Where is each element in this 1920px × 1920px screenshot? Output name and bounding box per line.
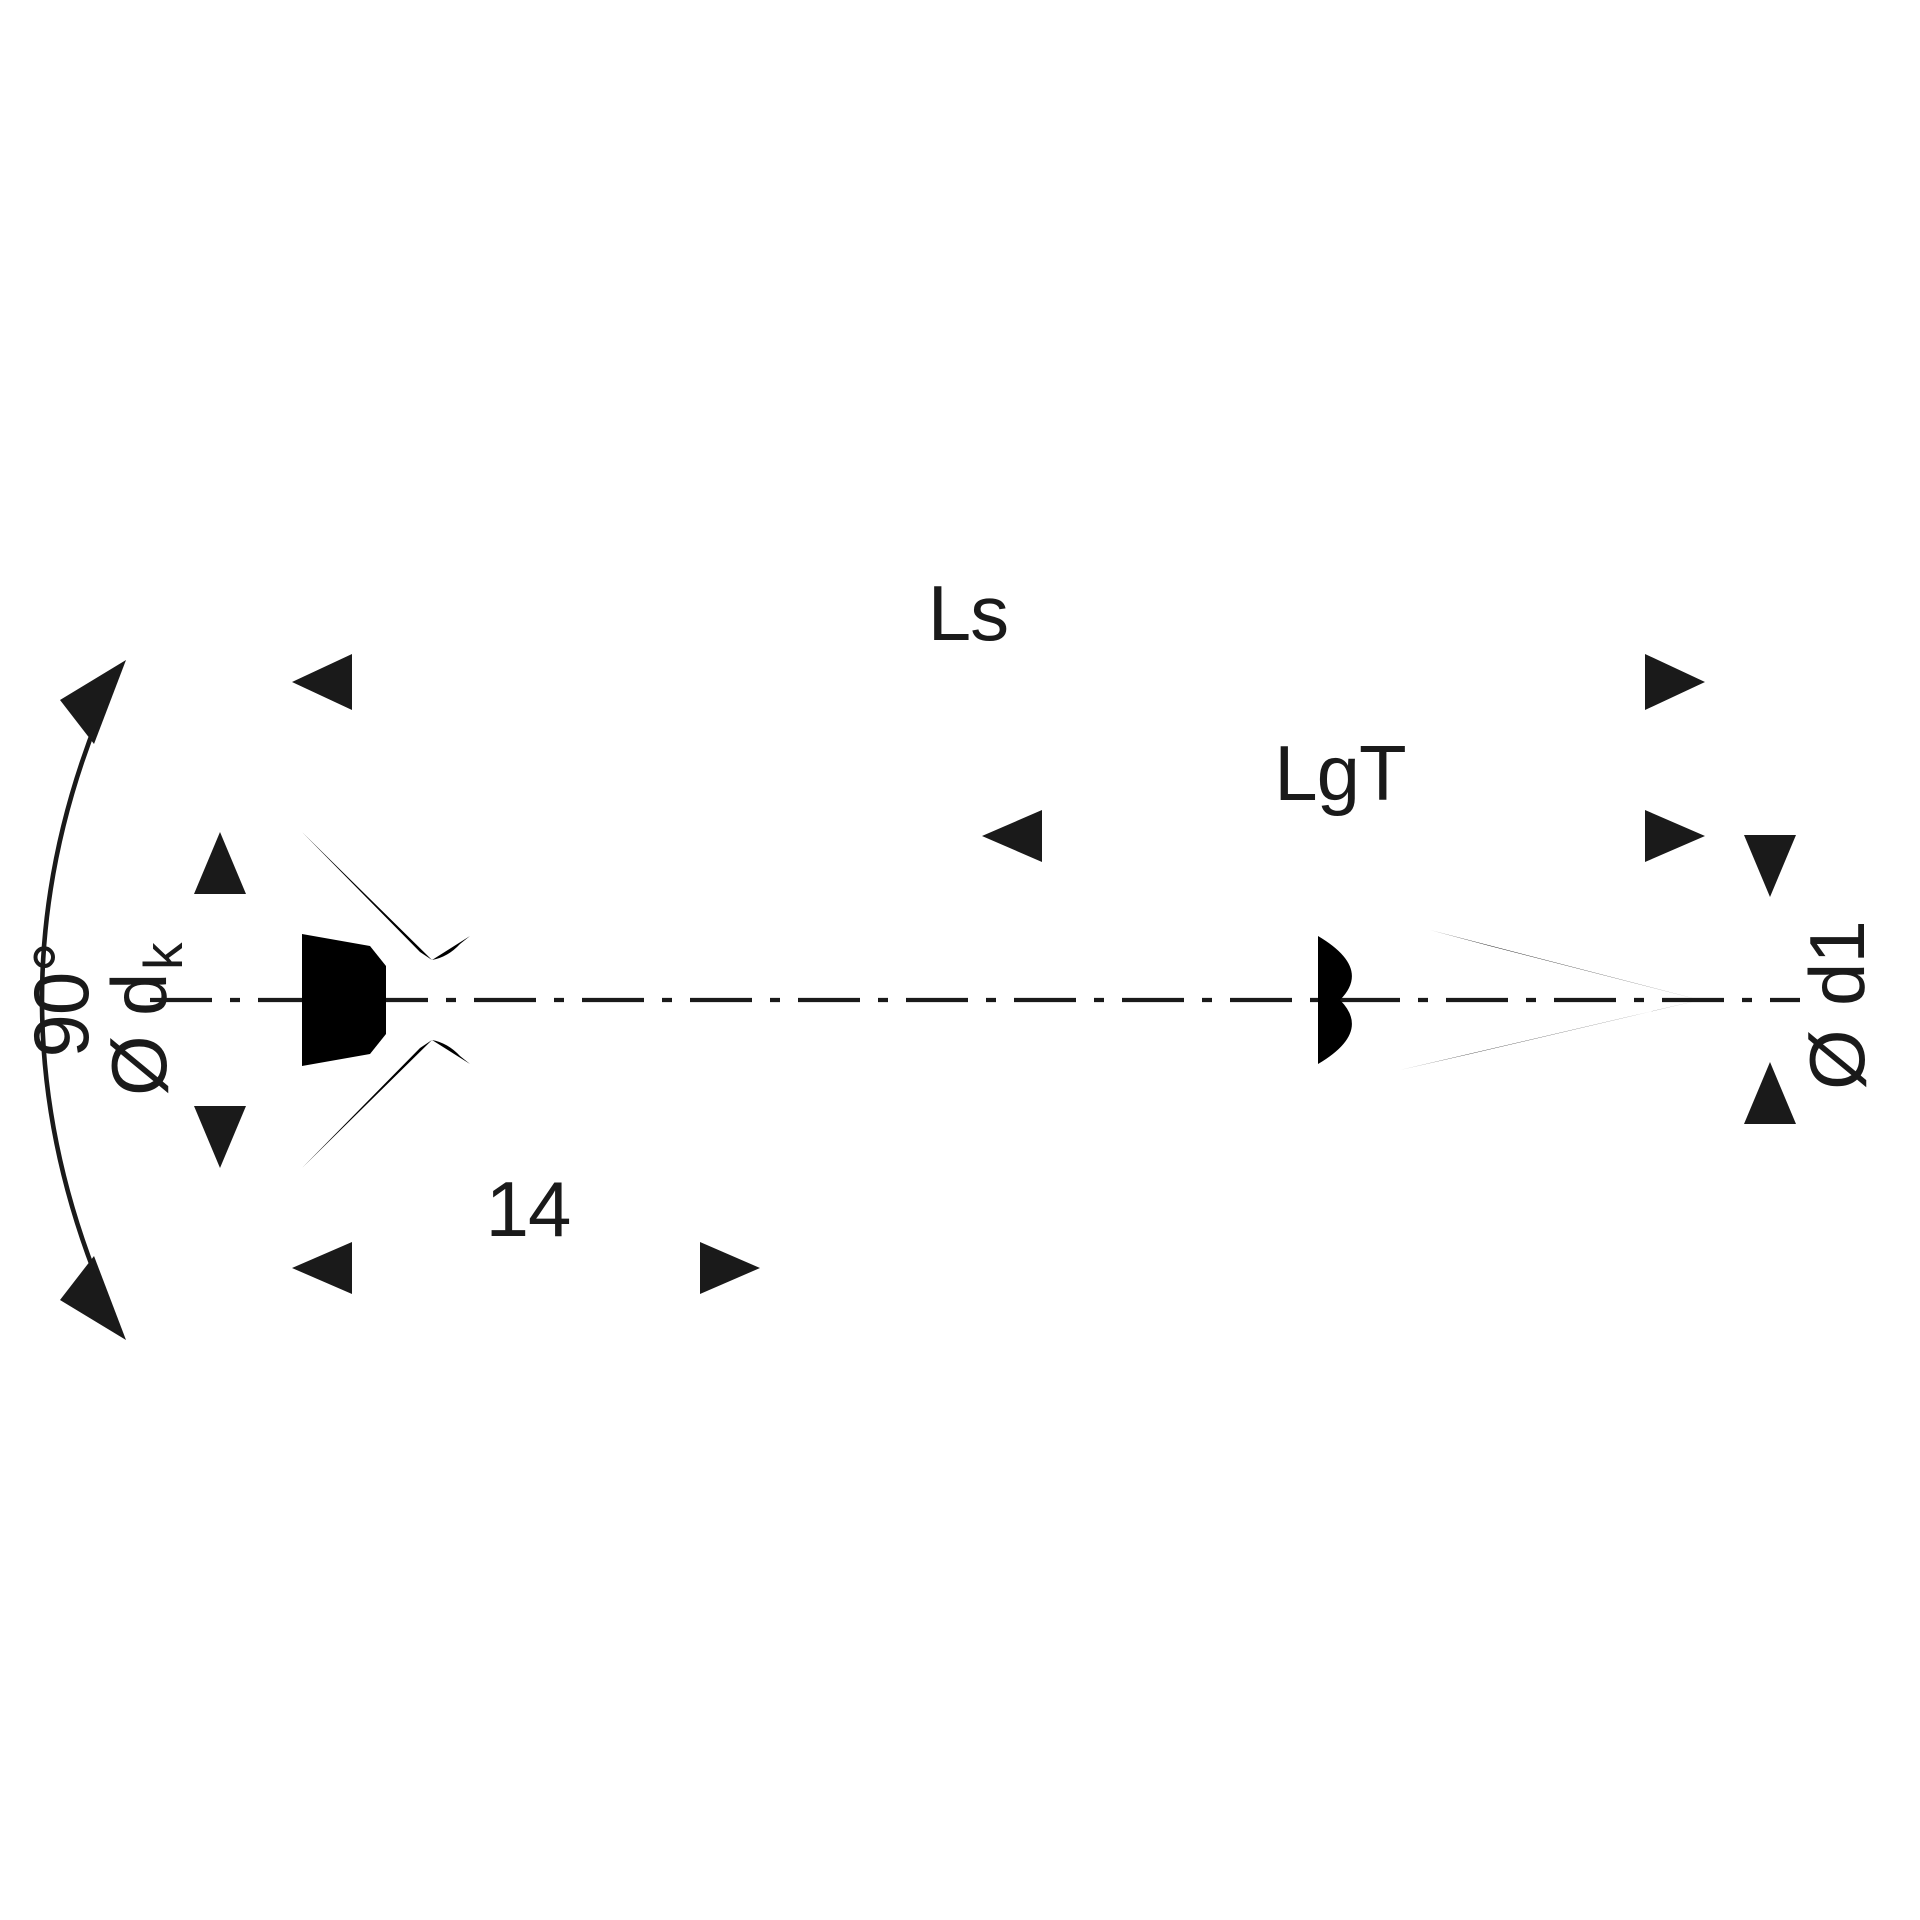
thread-tooth-point [1660,950,1700,1002]
thread-tooth [604,900,672,1072]
head-to-shank-fillet-lower [432,1040,470,1064]
point-taper-lower [1400,1000,1700,1070]
angle-arc [39,671,121,1329]
thread-tooth [1052,900,1120,1072]
screw-body-group [302,832,1700,1168]
thread-tooth-point [1372,900,1440,1072]
point-taper-upper [1430,930,1700,1000]
angle-label-group: 90° [17,943,105,1058]
thread-tooth [524,900,592,1072]
thread-tooth-point [1462,902,1524,1060]
dimension-90deg: 90° [17,636,292,1364]
drive-recess [302,934,386,1066]
head-to-shank-fillet-upper [432,936,470,960]
thread-tooth [684,900,752,1072]
angle90-label: 90° [17,943,105,1058]
dimension-ls: Ls [292,569,1705,710]
dimension-lgt: LgT [982,729,1705,862]
lgt-arrow-right [1645,810,1705,862]
ls-arrow-right [1645,654,1705,710]
len14-label: 14 [486,1165,571,1253]
dk-arrow-bottom [194,1106,246,1168]
head-cone-lower [302,1040,432,1168]
thread-tooth [972,900,1040,1072]
angle-arrow-bottom [60,1256,126,1340]
ls-arrow-left [292,654,352,710]
head-cone-upper [302,832,432,960]
dk-arrow-top [194,832,246,894]
d1-diameter-symbol: Ø [1793,1030,1881,1090]
screw-head [302,832,470,1168]
thread-tooth [444,900,512,1072]
drive-recess-profile [302,934,386,1066]
dk-label-subscript: k [132,942,194,970]
thread-head-section [444,900,752,1072]
lgt-arrow-left [982,810,1042,862]
dimension-d1: Ø d1 [1744,835,1881,1124]
thread-tooth [1132,900,1200,1072]
len14-arrow-left [292,1242,352,1294]
relief-notch-arc [1318,936,1352,1064]
thread-tip-section [972,900,1360,1072]
ls-label: Ls [928,569,1008,657]
angle-arrow-top [60,660,126,744]
d1-arrow-bottom [1744,1062,1796,1124]
d1-arrow-top [1744,835,1796,897]
dimension-14: 14 [292,1165,760,1294]
angle-projection-lower [108,1152,292,1364]
angle-projection-upper [108,636,292,848]
thread-tooth [1212,900,1280,1072]
dk-label-group: Ø d k [95,942,194,1096]
len14-arrow-right [700,1242,760,1294]
d1-label-base: d1 [1793,921,1881,1006]
screw-point [1372,900,1700,1072]
head-cone-upper-inner [302,856,424,958]
lgt-label: LgT [1274,729,1405,817]
dk-label-base: d [95,974,183,1016]
dimension-dk: Ø d k [95,832,246,1168]
dk-diameter-symbol: Ø [95,1036,183,1096]
d1-label-group: Ø d1 [1793,921,1881,1090]
shank-relief-notch [1318,936,1352,1064]
